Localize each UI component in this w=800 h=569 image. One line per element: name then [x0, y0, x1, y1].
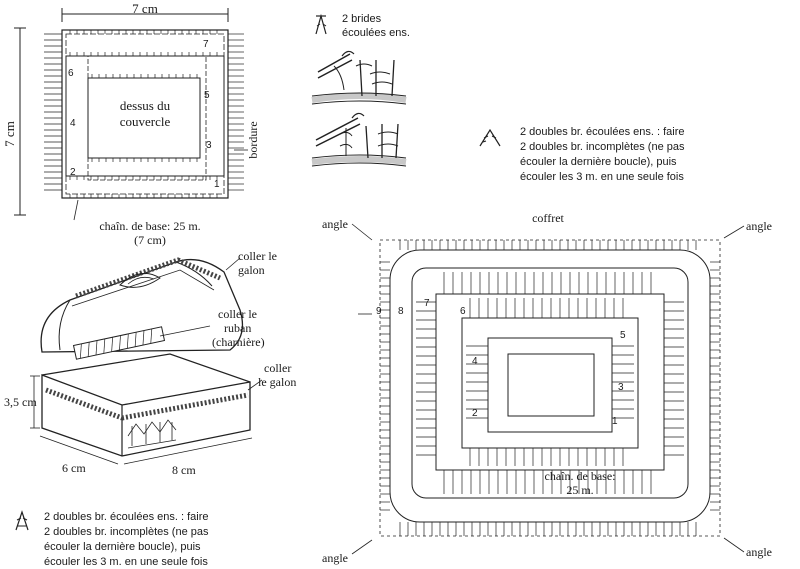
glue-braid-top-label-2: galon — [238, 263, 265, 277]
corner-top-left-label: angle — [322, 217, 348, 231]
legend-top-line-1: 2 brides — [342, 13, 382, 25]
lid-row-5: 5 — [204, 90, 210, 101]
legend-double-trebles-bottom: 2 doubles br. écoulées ens. : faire 2 do… — [15, 510, 209, 568]
corner-bottom-right-label: angle — [746, 545, 772, 559]
box-length-label: 8 cm — [172, 463, 196, 477]
lid-row-4: 4 — [70, 118, 76, 129]
cluster-symbol-bottom-icon — [15, 510, 29, 531]
box-illustration: coller le galon coller le ruban (charniè… — [4, 249, 296, 477]
glue-braid-top-label-1: coller le — [238, 249, 277, 263]
chest-title: coffret — [532, 211, 564, 225]
box-depth-label: 6 cm — [62, 461, 86, 475]
lid-row-7: 7 — [203, 39, 209, 50]
lid-diagram: 7 cm 7 cm 7 6 5 4 3 2 1 dessus du couver… — [2, 1, 260, 247]
chest-row-7: 7 — [424, 298, 430, 309]
lid-base-label-1: chaîn. de base: 25 m. — [99, 219, 200, 233]
lid-width-label: 7 cm — [132, 1, 158, 16]
chest-row-5: 5 — [620, 330, 626, 341]
legend-top-line-2: écoulées ens. — [342, 27, 410, 39]
legend-right-line-2: 2 doubles br. incomplètes (ne pas — [520, 141, 685, 153]
lid-height-label: 7 cm — [2, 121, 17, 147]
legend-double-trebles-right: 2 doubles br. écoulées ens. : faire 2 do… — [479, 126, 685, 183]
stitch-illustration-2-icon — [311, 112, 407, 167]
lid-border-label: bordure — [246, 121, 260, 158]
glue-ribbon-label-2: ruban — [224, 321, 251, 335]
legend-bottom-line-4: écouler les 3 m. en une seule fois — [44, 556, 208, 568]
glue-braid-side-label-2: le galon — [258, 375, 296, 389]
lid-row-3: 3 — [206, 140, 212, 151]
lid-row-2: 2 — [70, 167, 76, 178]
chest-row-3: 3 — [618, 382, 624, 393]
stitch-illustration-1-icon — [311, 50, 407, 105]
chest-base-label-2: 25 m. — [566, 483, 593, 497]
chest-row-2: 2 — [472, 408, 478, 419]
chest-row-4: 4 — [472, 356, 478, 367]
chest-row-8: 8 — [398, 306, 404, 317]
lid-center-label-1: dessus du — [120, 98, 171, 113]
cluster-symbol-icon — [479, 128, 501, 147]
glue-braid-side-label-1: coller — [264, 361, 291, 375]
legend-bottom-line-1: 2 doubles br. écoulées ens. : faire — [44, 511, 209, 523]
legend-right-line-3: écouler la dernière boucle), puis — [520, 156, 677, 168]
lid-base-label-2: (7 cm) — [134, 233, 166, 247]
box-height-label: 3,5 cm — [4, 395, 37, 409]
legend-bottom-line-3: écouler la dernière boucle), puis — [44, 541, 201, 553]
chest-row-1: 1 — [612, 416, 618, 427]
chest-row-9: 9 — [376, 306, 382, 317]
glue-ribbon-label-3: (charnière) — [212, 335, 265, 349]
lid-row-1: 1 — [214, 179, 220, 190]
corner-bottom-left-label: angle — [322, 551, 348, 565]
legend-bottom-line-2: 2 doubles br. incomplètes (ne pas — [44, 526, 209, 538]
decrease-symbol-icon — [315, 13, 327, 35]
corner-top-right-label: angle — [746, 219, 772, 233]
legend-two-trebles: 2 brides écoulées ens. — [311, 13, 410, 167]
chest-row-6: 6 — [460, 306, 466, 317]
legend-right-line-1: 2 doubles br. écoulées ens. : faire — [520, 126, 685, 138]
lid-row-6: 6 — [68, 68, 74, 79]
chest-base-label-1: chaîn. de base: — [545, 469, 616, 483]
legend-right-line-4: écouler les 3 m. en une seule fois — [520, 171, 684, 183]
lid-center-label-2: couvercle — [120, 114, 171, 129]
chest-diagram: coffret angle angle angle angle 1 2 3 4 … — [322, 211, 772, 565]
glue-ribbon-label-1: coller le — [218, 307, 257, 321]
